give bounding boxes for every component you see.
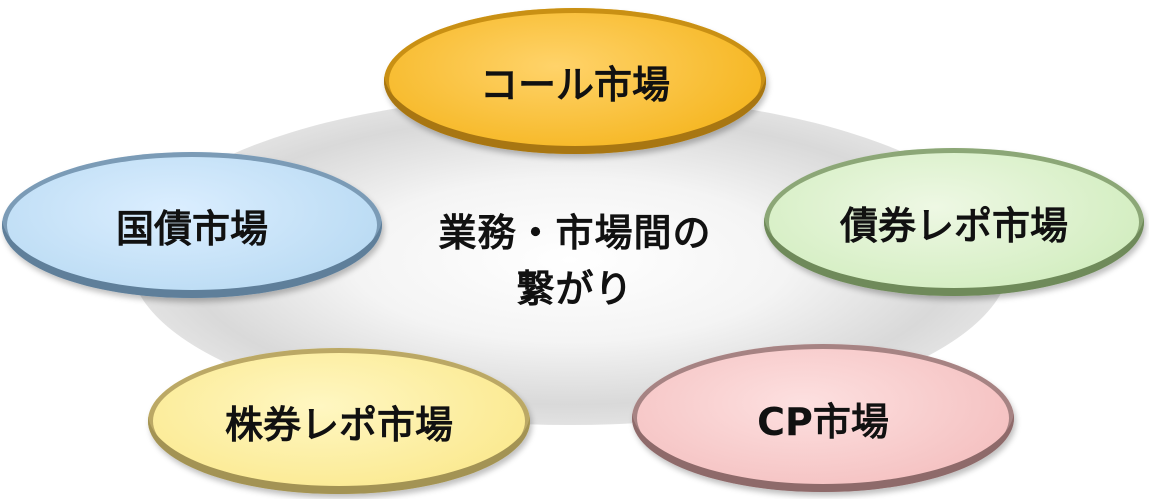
node-call-market: コール市場: [384, 8, 766, 154]
center-title: 業務・市場間の 繋がり: [380, 205, 770, 317]
node-stock-repo-market: 株券レポ市場: [148, 348, 530, 494]
center-title-line2: 繋がり: [516, 267, 634, 311]
node-bond-repo-market: 債券レポ市場: [764, 148, 1144, 296]
node-cp-market-label: CP市場: [757, 399, 889, 444]
center-title-line1: 業務・市場間の: [438, 211, 712, 255]
node-government-bond-market: 国債市場: [2, 152, 382, 298]
node-call-market-label: コール市場: [479, 62, 670, 107]
node-stock-repo-market-label: 株券レポ市場: [224, 402, 453, 447]
node-government-bond-market-label: 国債市場: [115, 206, 268, 251]
node-bond-repo-market-label: 債券レポ市場: [839, 203, 1068, 248]
node-cp-market: CP市場: [632, 344, 1014, 492]
